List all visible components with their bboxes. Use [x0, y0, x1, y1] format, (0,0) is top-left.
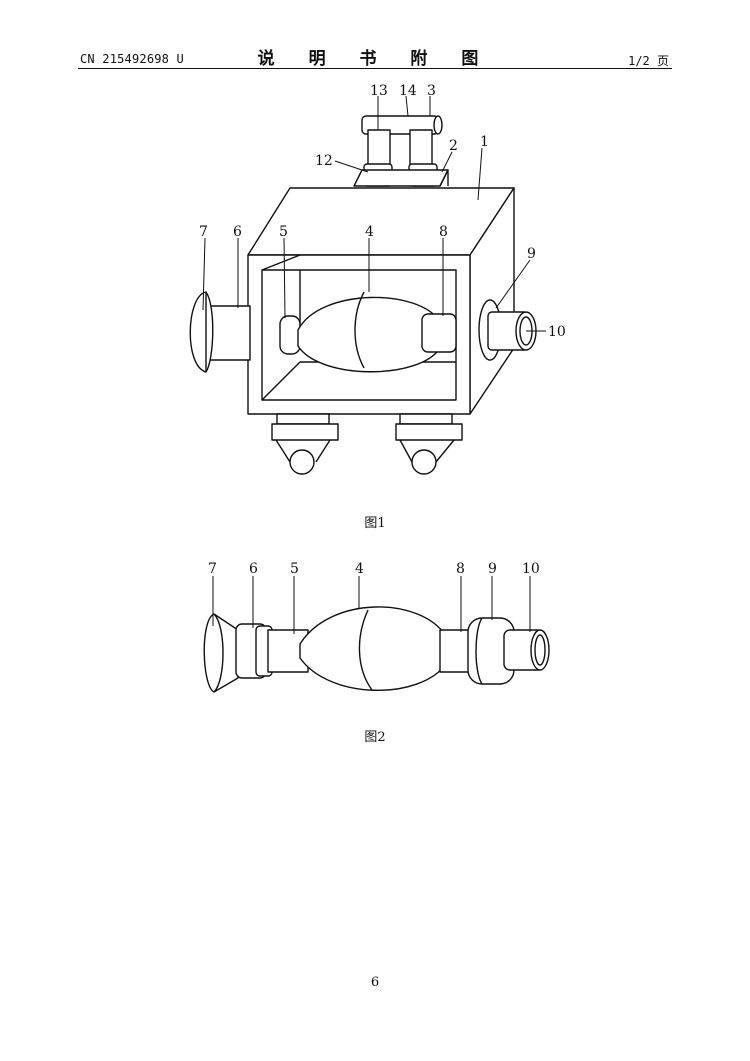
- page-indicator: 1/2 页: [628, 54, 669, 68]
- page-number: 6: [370, 975, 380, 990]
- fig1-label-2: 2: [449, 138, 458, 154]
- fig1-label-5: 5: [279, 224, 288, 240]
- figure-2-leader-lines: [212, 576, 531, 634]
- fig1-label-8: 8: [439, 224, 448, 240]
- figure-1-leader-lines: [202, 95, 546, 332]
- inner-tube-assembly: [279, 291, 457, 373]
- left-inlet: [189, 291, 251, 373]
- fig2-label-4: 4: [355, 561, 364, 577]
- fig2-label-9: 9: [488, 561, 497, 577]
- fig1-label-14: 14: [399, 83, 417, 99]
- fig2-label-8: 8: [456, 561, 465, 577]
- header-rule: [78, 68, 672, 69]
- page-title: 说 明 书 附 图: [257, 49, 493, 69]
- wheel-assembly-right: [395, 413, 463, 475]
- fig1-label-12: 12: [315, 153, 333, 169]
- fig1-label-1: 1: [480, 134, 489, 150]
- fig1-label-3: 3: [427, 83, 436, 99]
- figure-1-drawing: 13 14 3 12 2 1 7 6 5 4 8 9 10: [189, 83, 566, 475]
- fig1-label-7: 7: [199, 224, 208, 240]
- fig1-label-10: 10: [548, 324, 566, 340]
- wheel-assembly-left: [271, 413, 339, 475]
- figure-2-drawing: 7 6 5 4 8 9 10: [203, 561, 550, 693]
- publication-number: CN 215492698 U: [80, 52, 184, 66]
- fig1-label-13: 13: [370, 83, 388, 99]
- figure-1-caption: 图1: [364, 516, 386, 531]
- fig2-label-7: 7: [208, 561, 217, 577]
- fig1-label-9: 9: [527, 246, 536, 262]
- fig1-label-6: 6: [233, 224, 242, 240]
- top-pipe-assembly: [353, 115, 449, 187]
- fig2-label-10: 10: [522, 561, 540, 577]
- fig2-label-6: 6: [249, 561, 258, 577]
- fig2-label-5: 5: [290, 561, 299, 577]
- fig1-label-4: 4: [365, 224, 374, 240]
- figure-2-caption: 图2: [364, 730, 386, 745]
